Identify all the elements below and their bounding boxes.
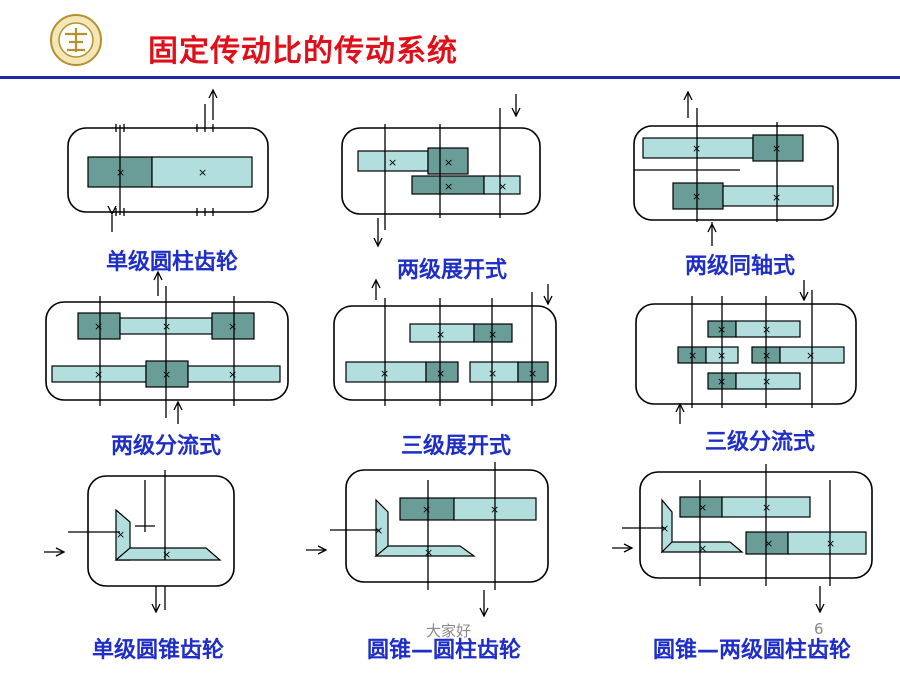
- label-two-stage-expanded: 两级展开式: [396, 258, 508, 283]
- svg-text:×: ×: [498, 180, 507, 193]
- svg-text:×: ×: [228, 368, 237, 381]
- label-bevel-two-stage-spur: 圆锥—两级圆柱齿轮: [652, 638, 852, 663]
- three-stage-split-diagram: ×× ×× ×× ××: [635, 280, 857, 424]
- two-stage-coaxial-diagram: ×× ××: [633, 90, 839, 246]
- svg-text:×: ×: [698, 542, 707, 555]
- svg-text:×: ×: [228, 320, 237, 333]
- footer-text: 大家好: [426, 622, 472, 640]
- svg-text:×: ×: [764, 537, 773, 550]
- three-stage-expanded-diagram: ×× ×× ××: [333, 278, 557, 406]
- label-bevel-spur: 圆锥—圆柱齿轮: [366, 638, 522, 663]
- label-three-stage-split: 三级分流式: [704, 430, 816, 455]
- two-stage-split-diagram: ××× ×××: [45, 270, 289, 424]
- label-two-stage-split: 两级分流式: [110, 434, 222, 459]
- svg-text:×: ×: [94, 320, 103, 333]
- svg-text:×: ×: [444, 180, 453, 193]
- svg-text:×: ×: [698, 501, 707, 514]
- svg-text:×: ×: [444, 156, 453, 169]
- university-seal-icon: [50, 14, 102, 66]
- bevel-two-stage-spur-diagram: ×× ×× ××: [612, 464, 873, 614]
- label-single-stage-bevel: 单级圆锥齿轮: [91, 638, 225, 663]
- single-stage-spur-diagram: ××: [67, 88, 269, 232]
- label-two-stage-coaxial: 两级同轴式: [684, 254, 796, 279]
- svg-text:×: ×: [806, 349, 815, 362]
- svg-text:×: ×: [116, 528, 125, 541]
- title-underline: [0, 76, 900, 79]
- svg-text:×: ×: [422, 503, 431, 516]
- single-stage-bevel-diagram: ××: [44, 470, 235, 614]
- svg-text:×: ×: [198, 166, 207, 179]
- label-single-stage-spur: 单级圆柱齿轮: [105, 250, 239, 275]
- two-stage-expanded-diagram: × × × ×: [341, 94, 541, 248]
- label-three-stage-expanded: 三级展开式: [400, 434, 512, 459]
- svg-text:×: ×: [388, 156, 397, 169]
- svg-text:×: ×: [162, 548, 171, 561]
- bevel-spur-diagram: ×× ××: [306, 462, 549, 618]
- svg-text:×: ×: [94, 368, 103, 381]
- page-number: 6: [814, 620, 824, 638]
- slide-title: 固定传动比的传动系统: [148, 34, 458, 69]
